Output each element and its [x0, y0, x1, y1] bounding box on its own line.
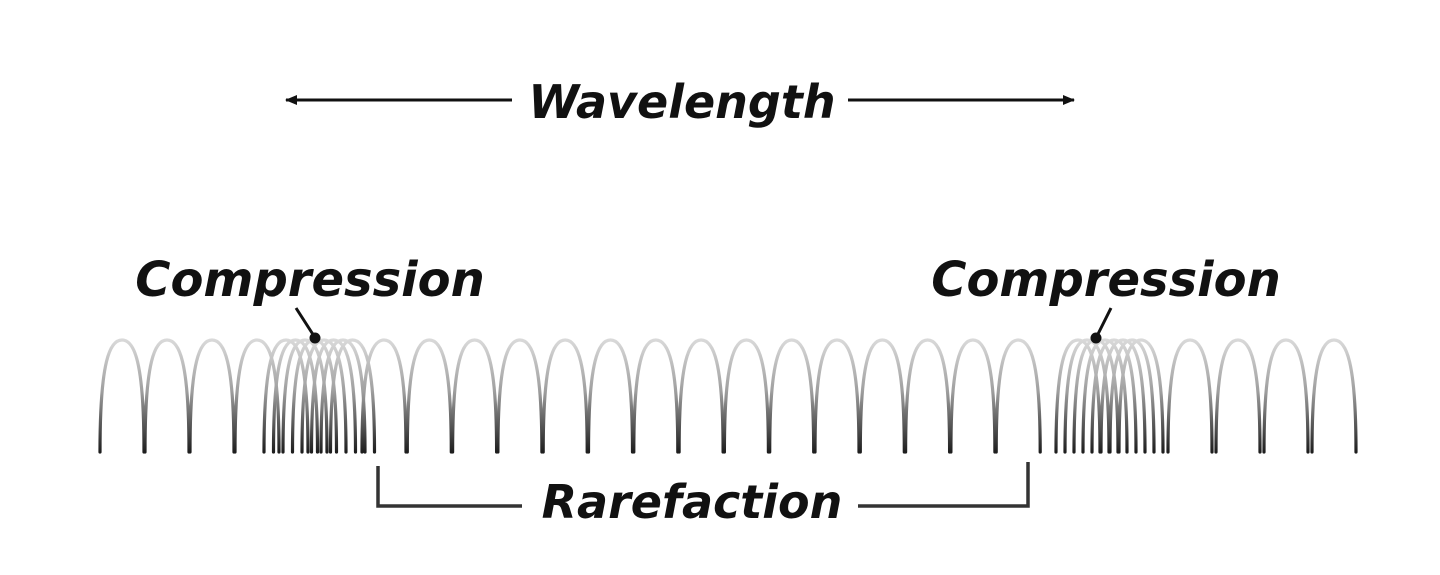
spring-coil-loop	[98, 338, 146, 454]
spring-coil-loop	[1081, 338, 1129, 454]
rarefaction-label: Rarefaction	[542, 475, 843, 529]
spring-coil-loop	[632, 338, 680, 454]
compression-label-left: Compression	[135, 252, 485, 308]
spring-coil-loop	[360, 338, 408, 454]
compression-point-left	[309, 332, 321, 344]
spring-coil-loop	[949, 338, 997, 454]
compression-point-right	[1090, 332, 1102, 344]
spring-coil-loop	[451, 338, 499, 454]
spring-coil-loop	[143, 338, 191, 454]
spring-coil-loop	[300, 338, 348, 454]
spring-coil-loop	[188, 338, 236, 454]
wavelength-indicator: Wavelength	[285, 75, 1075, 129]
spring-coil-loop	[858, 338, 906, 454]
spring-coil-loop	[309, 338, 358, 454]
spring-coil-loop	[722, 338, 770, 454]
spring-coil	[98, 338, 1358, 454]
compression-left: Compression	[135, 252, 485, 344]
spring-coil-loop	[1166, 338, 1214, 454]
spring-coil-loop	[768, 338, 816, 454]
spring-coil-loop	[1090, 338, 1138, 454]
spring-coil-loop	[1262, 338, 1310, 454]
compression-leader-right	[1095, 307, 1113, 337]
spring-coil-loop	[813, 338, 861, 454]
rarefaction-bracket-right	[858, 462, 1030, 508]
spring-coil-loop	[319, 338, 367, 454]
compression-right: Compression	[931, 252, 1281, 344]
compression-label-right: Compression	[931, 252, 1281, 308]
spring-coil-loop	[405, 338, 453, 454]
rarefaction-indicator: Rarefaction	[376, 462, 1030, 529]
spring-coil-loop	[994, 338, 1042, 454]
spring-coil-loop	[328, 338, 377, 454]
spring-coil-loop	[1099, 338, 1147, 454]
spring-coil-loop	[677, 338, 725, 454]
wavelength-label: Wavelength	[528, 75, 835, 129]
spring-coil-loop	[586, 338, 635, 454]
spring-coil-loop	[1054, 338, 1102, 454]
spring-coil-loop	[1063, 338, 1111, 454]
spring-coil-loop	[541, 338, 589, 454]
spring-coil-loop	[1117, 338, 1165, 454]
spring-coil-loop	[1310, 338, 1358, 454]
spring-coil-loop	[904, 338, 952, 454]
rarefaction-bracket-left	[376, 466, 522, 508]
spring-coil-loop	[496, 338, 544, 454]
compression-leader-left	[294, 307, 316, 337]
spring-coil-loop	[1108, 338, 1156, 454]
spring-coil-loop	[1214, 338, 1262, 454]
